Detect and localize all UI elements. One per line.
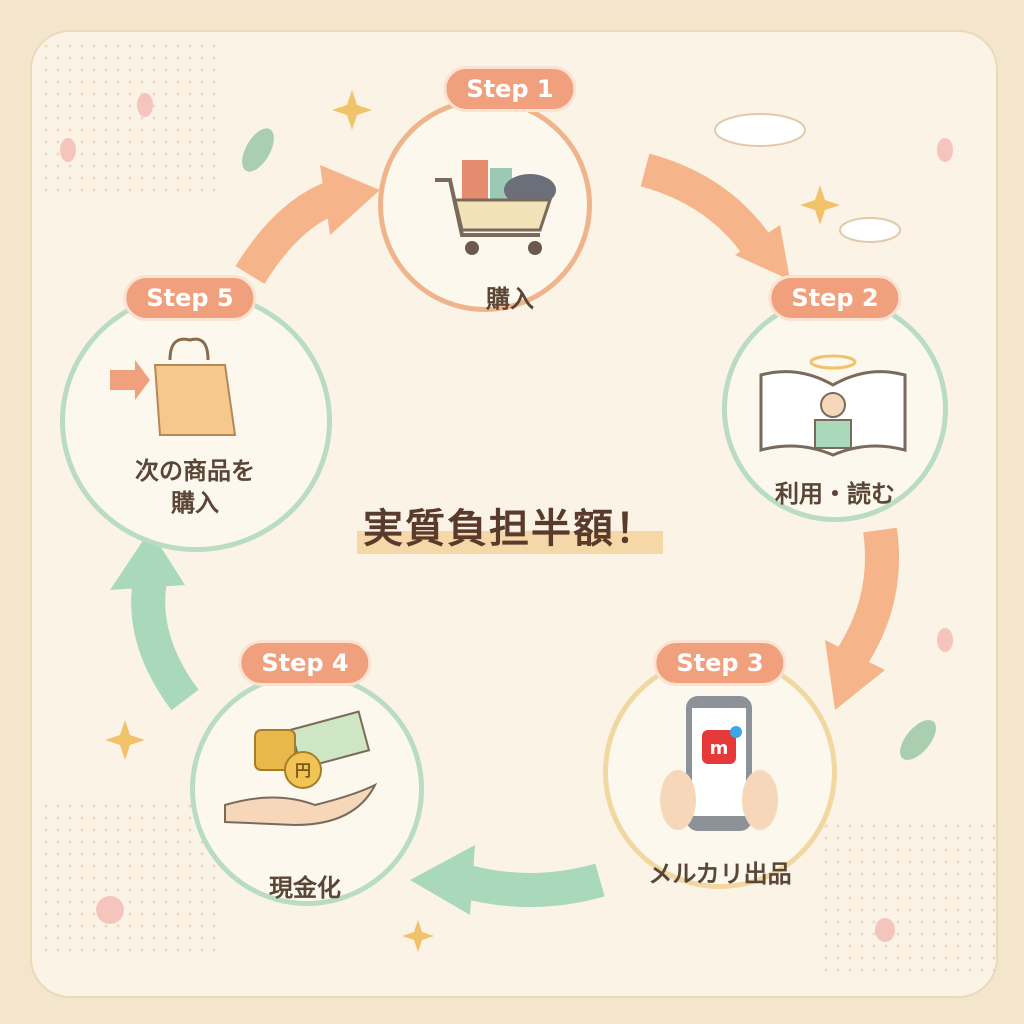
step3-label: メルカリ出品 (648, 860, 792, 888)
step1-label: 購入 (486, 285, 534, 313)
arrow-step1-to-2 (640, 153, 790, 280)
step5-label: 次の商品を 購入 (135, 455, 255, 520)
dot-pattern (820, 820, 1000, 980)
dot-pattern (40, 40, 220, 200)
shopping-cart-icon (435, 160, 556, 255)
step1-badge: Step 1 (443, 66, 577, 112)
cloud-icon (714, 113, 901, 243)
center-headline: 実質負担半額！ (357, 496, 663, 554)
petal-icon (60, 93, 953, 942)
step1-circle (378, 98, 592, 312)
open-book-icon (759, 354, 907, 457)
arrow-step5-to-1 (235, 165, 380, 285)
arrow-step4-to-5 (110, 530, 199, 711)
dot-pattern (40, 800, 220, 960)
step5-badge: Step 5 (123, 275, 257, 321)
coins-cash-hand-icon: 円 (224, 710, 378, 827)
step4-label: 現金化 (269, 874, 341, 902)
step4-badge: Step 4 (238, 640, 372, 686)
step2-badge: Step 2 (768, 275, 902, 321)
leaf-icon (242, 128, 936, 760)
step5-label-line1: 次の商品を (135, 457, 255, 485)
step5-label-line2: 購入 (171, 489, 219, 518)
step3-badge: Step 3 (653, 640, 787, 686)
yen-coin-glyph: 円 (295, 761, 311, 780)
arrow-step2-to-3 (825, 527, 899, 710)
app-logo-glyph: m (710, 738, 729, 759)
step2-label: 利用・読む (775, 480, 895, 508)
smartphone-app-icon: m (660, 696, 778, 831)
sparkle-icon (105, 90, 840, 952)
shopping-bag-icon (110, 337, 237, 436)
arrow-step3-to-4 (410, 845, 605, 915)
step4-circle (190, 672, 424, 906)
